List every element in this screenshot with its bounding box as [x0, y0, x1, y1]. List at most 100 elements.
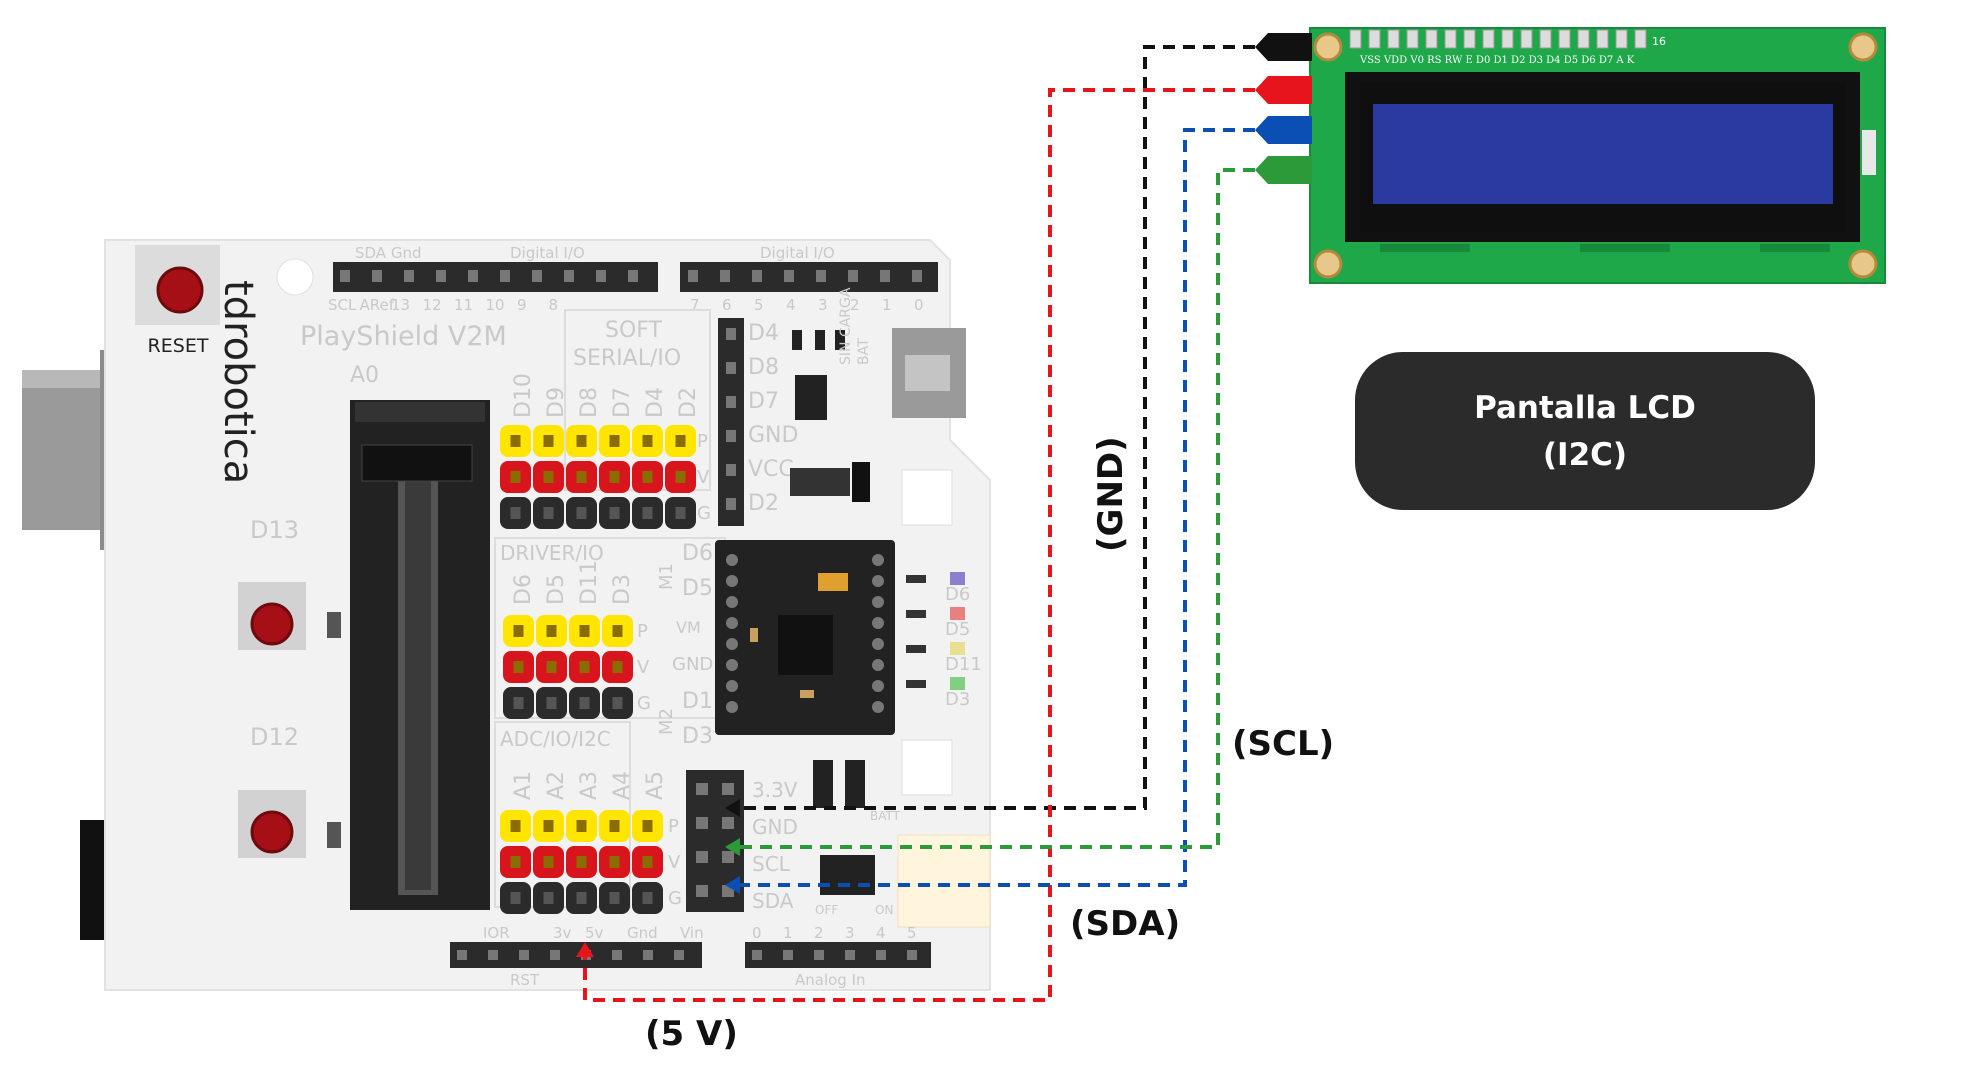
adc-label: ADC/IO/I2C: [500, 727, 611, 751]
i2c-pin-label: 3.3V: [752, 778, 798, 802]
motor-m1-label: M1: [656, 563, 677, 590]
bat-label: BAT: [856, 338, 872, 365]
brand-logo: tdrobotica: [215, 280, 261, 484]
motor-pin-label: D6: [682, 541, 713, 566]
callout-subtitle: (I2C): [1543, 437, 1627, 473]
soft-serial-pin-label: D4: [643, 387, 668, 418]
button-d13-label: D13: [250, 516, 299, 544]
wires: [583, 45, 1255, 1002]
adc-pin-label: A3: [577, 771, 602, 800]
row-letter: V: [697, 467, 710, 488]
digital-io-right-label: Digital I/O: [760, 244, 835, 262]
row-letter: V: [637, 657, 650, 678]
lcd-pin-labels: VSS VDD V0 RS RW E D0 D1 D2 D3 D4 D5 D6 …: [1359, 55, 1635, 66]
gnd-arrow: [725, 799, 740, 817]
digital-header-right: [680, 262, 938, 292]
analog-pin-number: 3: [845, 924, 855, 942]
slider-label: A0: [350, 363, 379, 388]
batt-label: BATT: [870, 809, 901, 823]
analog-pin-number: 5: [907, 924, 917, 942]
header-right-pin-label: 7: [690, 296, 700, 314]
right-column-pin-label: D7: [748, 389, 779, 414]
scl-wire-tip: [1255, 156, 1312, 184]
power-pin-label: Gnd: [627, 924, 658, 942]
led-label: D3: [945, 689, 970, 710]
i2c-pin-label: GND: [752, 815, 798, 839]
carga-label: SIN CARGA: [838, 287, 854, 365]
analog-pin-number: 2: [814, 924, 824, 942]
analog-in-label: Analog In: [795, 971, 866, 989]
driver-pin-label: D6: [511, 574, 536, 605]
sda-arrow: [725, 876, 740, 894]
motor-pin-label: D5: [682, 576, 713, 601]
power-pin-label: 3v: [553, 924, 572, 942]
gnd-wire-tip: [1255, 33, 1312, 61]
header-right-pin-label: 6: [722, 296, 732, 314]
power-header: [450, 942, 702, 968]
analog-pin-number: 1: [783, 924, 793, 942]
adc-pin-label: A5: [643, 771, 668, 800]
button-d12-label: D12: [250, 723, 299, 751]
soft-serial-subtitle: SERIAL/IO: [573, 346, 681, 371]
right-column-pin-label: D2: [748, 491, 779, 516]
driver-pin-label: D11: [577, 560, 602, 605]
callout-box: [1355, 352, 1815, 510]
button-d13[interactable]: [250, 602, 294, 646]
power-pin-label: 5v: [585, 924, 604, 942]
adc-pin-label: A1: [511, 771, 536, 800]
header-top-label: SDA Gnd: [355, 244, 422, 262]
analog-pin-number: 0: [752, 924, 762, 942]
led-label: D6: [945, 584, 970, 605]
header-right-pin-label: 0: [914, 296, 924, 314]
header-left-pin-label: 11: [454, 296, 473, 314]
sda-wire: [740, 128, 1255, 887]
row-letter: P: [668, 816, 679, 837]
right-column-pin-label: D4: [748, 321, 779, 346]
row-letter: G: [697, 503, 711, 524]
i2c-pin-label: SDA: [752, 889, 794, 913]
digital-io-left-label: Digital I/O: [510, 244, 585, 262]
soft-serial-title: SOFT: [605, 318, 663, 343]
header-left-pin-label: 13: [391, 296, 410, 314]
header-left-pin-label: ARef: [360, 296, 395, 314]
right-column-pin-label: GND: [748, 423, 798, 448]
gnd-wire: [740, 45, 1255, 810]
header-left-pin-label: 10: [486, 296, 505, 314]
analog-header: [745, 942, 931, 968]
right-column-pin-label: D8: [748, 355, 779, 380]
power-pin-label: Vin: [680, 924, 704, 942]
header-right-pin-label: 5: [754, 296, 764, 314]
button-d12[interactable]: [250, 810, 294, 854]
vm-label: VM: [676, 618, 701, 637]
soft-serial-pin-label: D2: [676, 387, 701, 418]
lcd-wire-tips: [1255, 33, 1312, 184]
board-model: PlayShield V2M: [300, 321, 507, 352]
vcc-wire-label: (5 V): [645, 1014, 738, 1054]
vcc-wire-tip: [1255, 76, 1312, 104]
adc-pin-label: A2: [544, 771, 569, 800]
reset-button[interactable]: [156, 266, 204, 314]
right-vertical-header: [718, 318, 744, 526]
row-letter: G: [637, 693, 651, 714]
vcc-arrow: [576, 942, 594, 957]
rst-label: RST: [510, 971, 540, 989]
lcd-module: VSS VDD V0 RS RW E D0 D1 D2 D3 D4 D5 D6 …: [1309, 27, 1886, 284]
row-letter: P: [697, 431, 708, 452]
i2c-pin-label: SCL: [752, 852, 791, 876]
header-right-pin-label: 2: [850, 296, 860, 314]
header-right-pin-label: 4: [786, 296, 796, 314]
reset-label: RESET: [148, 335, 209, 357]
row-letter: V: [668, 852, 681, 873]
slider-knob[interactable]: [361, 444, 473, 482]
row-letter: P: [637, 621, 648, 642]
power-switch[interactable]: [820, 855, 875, 895]
led-label: D5: [945, 619, 970, 640]
soft-serial-pin-label: D10: [511, 373, 536, 418]
sda-wire-label: (SDA): [1070, 904, 1180, 944]
header-right-pin-label: 1: [882, 296, 892, 314]
header-left-pin-label: 12: [423, 296, 442, 314]
soft-serial-pin-label: D7: [610, 387, 635, 418]
led-label: D11: [945, 654, 982, 675]
scl-wire-label: (SCL): [1232, 724, 1334, 764]
